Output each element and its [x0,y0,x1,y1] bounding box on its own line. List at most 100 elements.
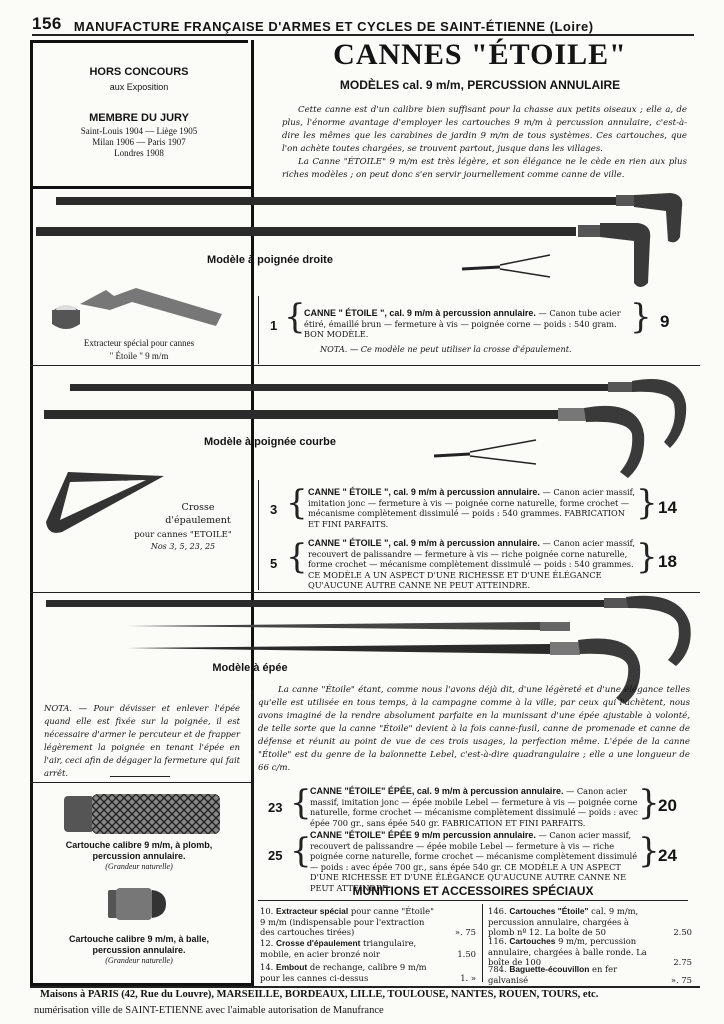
cane-epee-1 [46,595,691,666]
accessory-146-desc: cal. 9 m/m, percussion annulaire, chargé… [488,906,639,937]
cane-straight-1 [56,193,683,243]
accessory-14-name: Embout [276,962,308,972]
accessory-14: 14. Embout de rechange, calibre 9 m/m po… [260,962,476,983]
accessory-784-no: 784. [488,964,507,974]
cartouche2-line2: percussion annulaire. [92,945,186,955]
accessory-10: 10. Extracteur spécial pour canne "Étoil… [260,906,476,938]
model-price-5: 18 [658,552,677,571]
page-number: 156 [32,14,62,33]
cartouche2-line1: Cartouche calibre 9 m/m, à balle, [68,934,210,944]
accessory-10-desc: pour canne "Étoile" 9 m/m (indispensable… [260,906,434,937]
brace-left-1: { [284,297,306,337]
model-text-1: — Canon tube acier étiré, émaillé brun —… [304,308,621,339]
brace-right-23: } [638,783,660,823]
extracteur-caption-2: " Étoile " 9 m/m [109,351,169,361]
cartouche-divider [30,782,251,783]
cane-curved-2 [44,405,645,478]
accessory-10-no: 10. [260,906,274,916]
model-text-5: — Canon acier massif, recouvert de palis… [308,538,636,590]
column-rule-1 [258,296,259,364]
crosse-label-4: Nos 3, 5, 23, 25 [150,542,216,551]
accessory-116-desc: 9 m/m, percussion annulaire, chargées à … [488,936,647,967]
accessory-14-desc: de rechange, calibre 9 m/m pour les cann… [260,962,427,983]
accessory-146-name: Cartouches "Étoile" [509,906,589,916]
accessory-14-no: 14. [260,962,274,972]
model-title-25: CANNE "ÉTOILE" ÉPÉE 9 m/m percussion ann… [310,830,536,840]
epee-paragraph: La canne "Étoile" étant, comme nous l'av… [258,685,690,773]
accessory-12-price: 1.50 [457,948,476,959]
footer-rule [30,986,700,988]
model-entry-5: CANNE " ÉTOILE ", cal. 9 m/m à percussio… [308,538,638,591]
brace-right-3: } [636,483,658,523]
model-number-5: 5 [270,556,278,571]
jury-line-2: Milan 1906 — Paris 1907 [92,137,186,147]
sword-blade [126,622,570,631]
left-frame-top [30,40,248,43]
model-number-23: 23 [268,800,283,815]
munitions-title: MUNITIONS ET ACCESSOIRES SPÉCIAUX [352,884,594,898]
accessory-784-desc: en fer galvanisé [488,964,618,985]
accessory-10-name: Extracteur spécial [276,906,349,916]
caption-poignee-courbe: Modèle à poignée courbe [203,436,337,448]
accessory-12-name: Crosse d'épaulement [276,938,361,948]
brace-left-25: { [290,831,312,871]
brace-right-5: } [636,537,658,577]
extractor-tool-small [461,254,551,278]
caption-epee: Modèle à épée [212,662,288,674]
accessory-12-desc: triangulaire, mobile, en acier bronzé no… [260,938,417,959]
cartouche-balle-illustration [108,888,166,920]
munitions-rule [258,900,688,901]
nota-separator [110,776,170,777]
accessory-784-price: ». 75 [670,974,692,985]
column-rule-3 [252,690,253,980]
column-rule-2 [258,480,259,590]
crosse-label-1: Crosse [181,502,215,513]
canes-epee-illustration [46,595,691,704]
model-number-3: 3 [270,502,278,517]
model-title-3: CANNE " ÉTOILE ", cal. 9 m/m à percussio… [308,487,540,497]
model-entry-25: CANNE "ÉTOILE" ÉPÉE 9 m/m percussion ann… [310,830,638,893]
accessory-116-no: 116. [488,936,507,946]
brace-right-1: } [630,297,652,337]
cartouche1-line2: percussion annulaire. [92,851,186,861]
model-title-23: CANNE "ÉTOILE" ÉPÉE, cal. 9 m/m à percus… [310,786,564,796]
jury-line-1: Saint-Louis 1904 — Liège 1905 [80,126,198,136]
accessory-116-price: 2.75 [673,957,692,967]
brace-left-23: { [290,783,312,823]
cartouche2-line3: (Grandeur naturelle) [105,956,173,965]
model-price-25: 24 [658,846,677,865]
footer-addresses: Maisons à PARIS (42, Rue du Louvre), MAR… [40,989,599,1000]
model-number-25: 25 [268,848,283,863]
crosse-label-3: pour cannes "ETOILE" [134,530,232,540]
accessory-116: 116. Cartouches 9 m/m, percussion annula… [488,936,692,968]
accessory-784: 784. Baguette-écouvillon en fer galvanis… [488,964,692,985]
canes-straight-illustration [36,193,683,287]
cartouche-plomb-illustration [64,794,220,834]
model-entry-1: CANNE " ÉTOILE ", cal. 9 m/m à percussio… [304,308,624,340]
model-entry-23: CANNE "ÉTOILE" ÉPÉE, cal. 9 m/m à percus… [310,786,638,828]
model-title-1: CANNE " ÉTOILE ", cal. 9 m/m à percussio… [304,308,536,318]
cartouche1-line1: Cartouche calibre 9 m/m, à plomb, [65,840,213,850]
extracteur-caption-1: Extracteur spécial pour cannes [83,338,195,348]
brace-left-5: { [286,537,308,577]
header-title: MANUFACTURE FRANÇAISE D'ARMES ET CYCLES … [73,19,594,34]
nota-1: NOTA. — Ce modèle ne peut utiliser la cr… [320,344,572,354]
nota-2: NOTA. — Pour dévisser et enlever l'épée … [44,703,240,778]
accessory-12-no: 12. [260,938,274,948]
brace-right-25: } [638,831,660,871]
model-text-25: — Canon acier massif, recouvert de palis… [310,830,638,893]
munitions-col-rule [482,904,483,982]
page-header: 156 MANUFACTURE FRANÇAISE D'ARMES ET CYC… [32,12,694,36]
brace-left-3: { [286,483,308,523]
intro-paragraph-1: Cette canne est d'un calibre bien suffis… [282,105,687,154]
cane-curved-1 [70,379,687,448]
model-text-23: — Canon acier massif, imitation jonc — é… [310,786,638,828]
model-price-1: 9 [660,312,670,331]
jury-label: MEMBRE DU JURY [89,112,189,124]
accessory-146-price: 2.50 [673,927,692,937]
model-title-5: CANNE " ÉTOILE ", cal. 9 m/m à percussio… [308,538,540,548]
digitization-credit: numérisation ville de SAINT-ETIENNE avec… [34,1005,384,1016]
accessory-146: 146. Cartouches "Étoile" cal. 9 m/m, per… [488,906,692,938]
canes-curved-illustration [44,379,687,478]
cane-straight-2 [36,223,651,287]
